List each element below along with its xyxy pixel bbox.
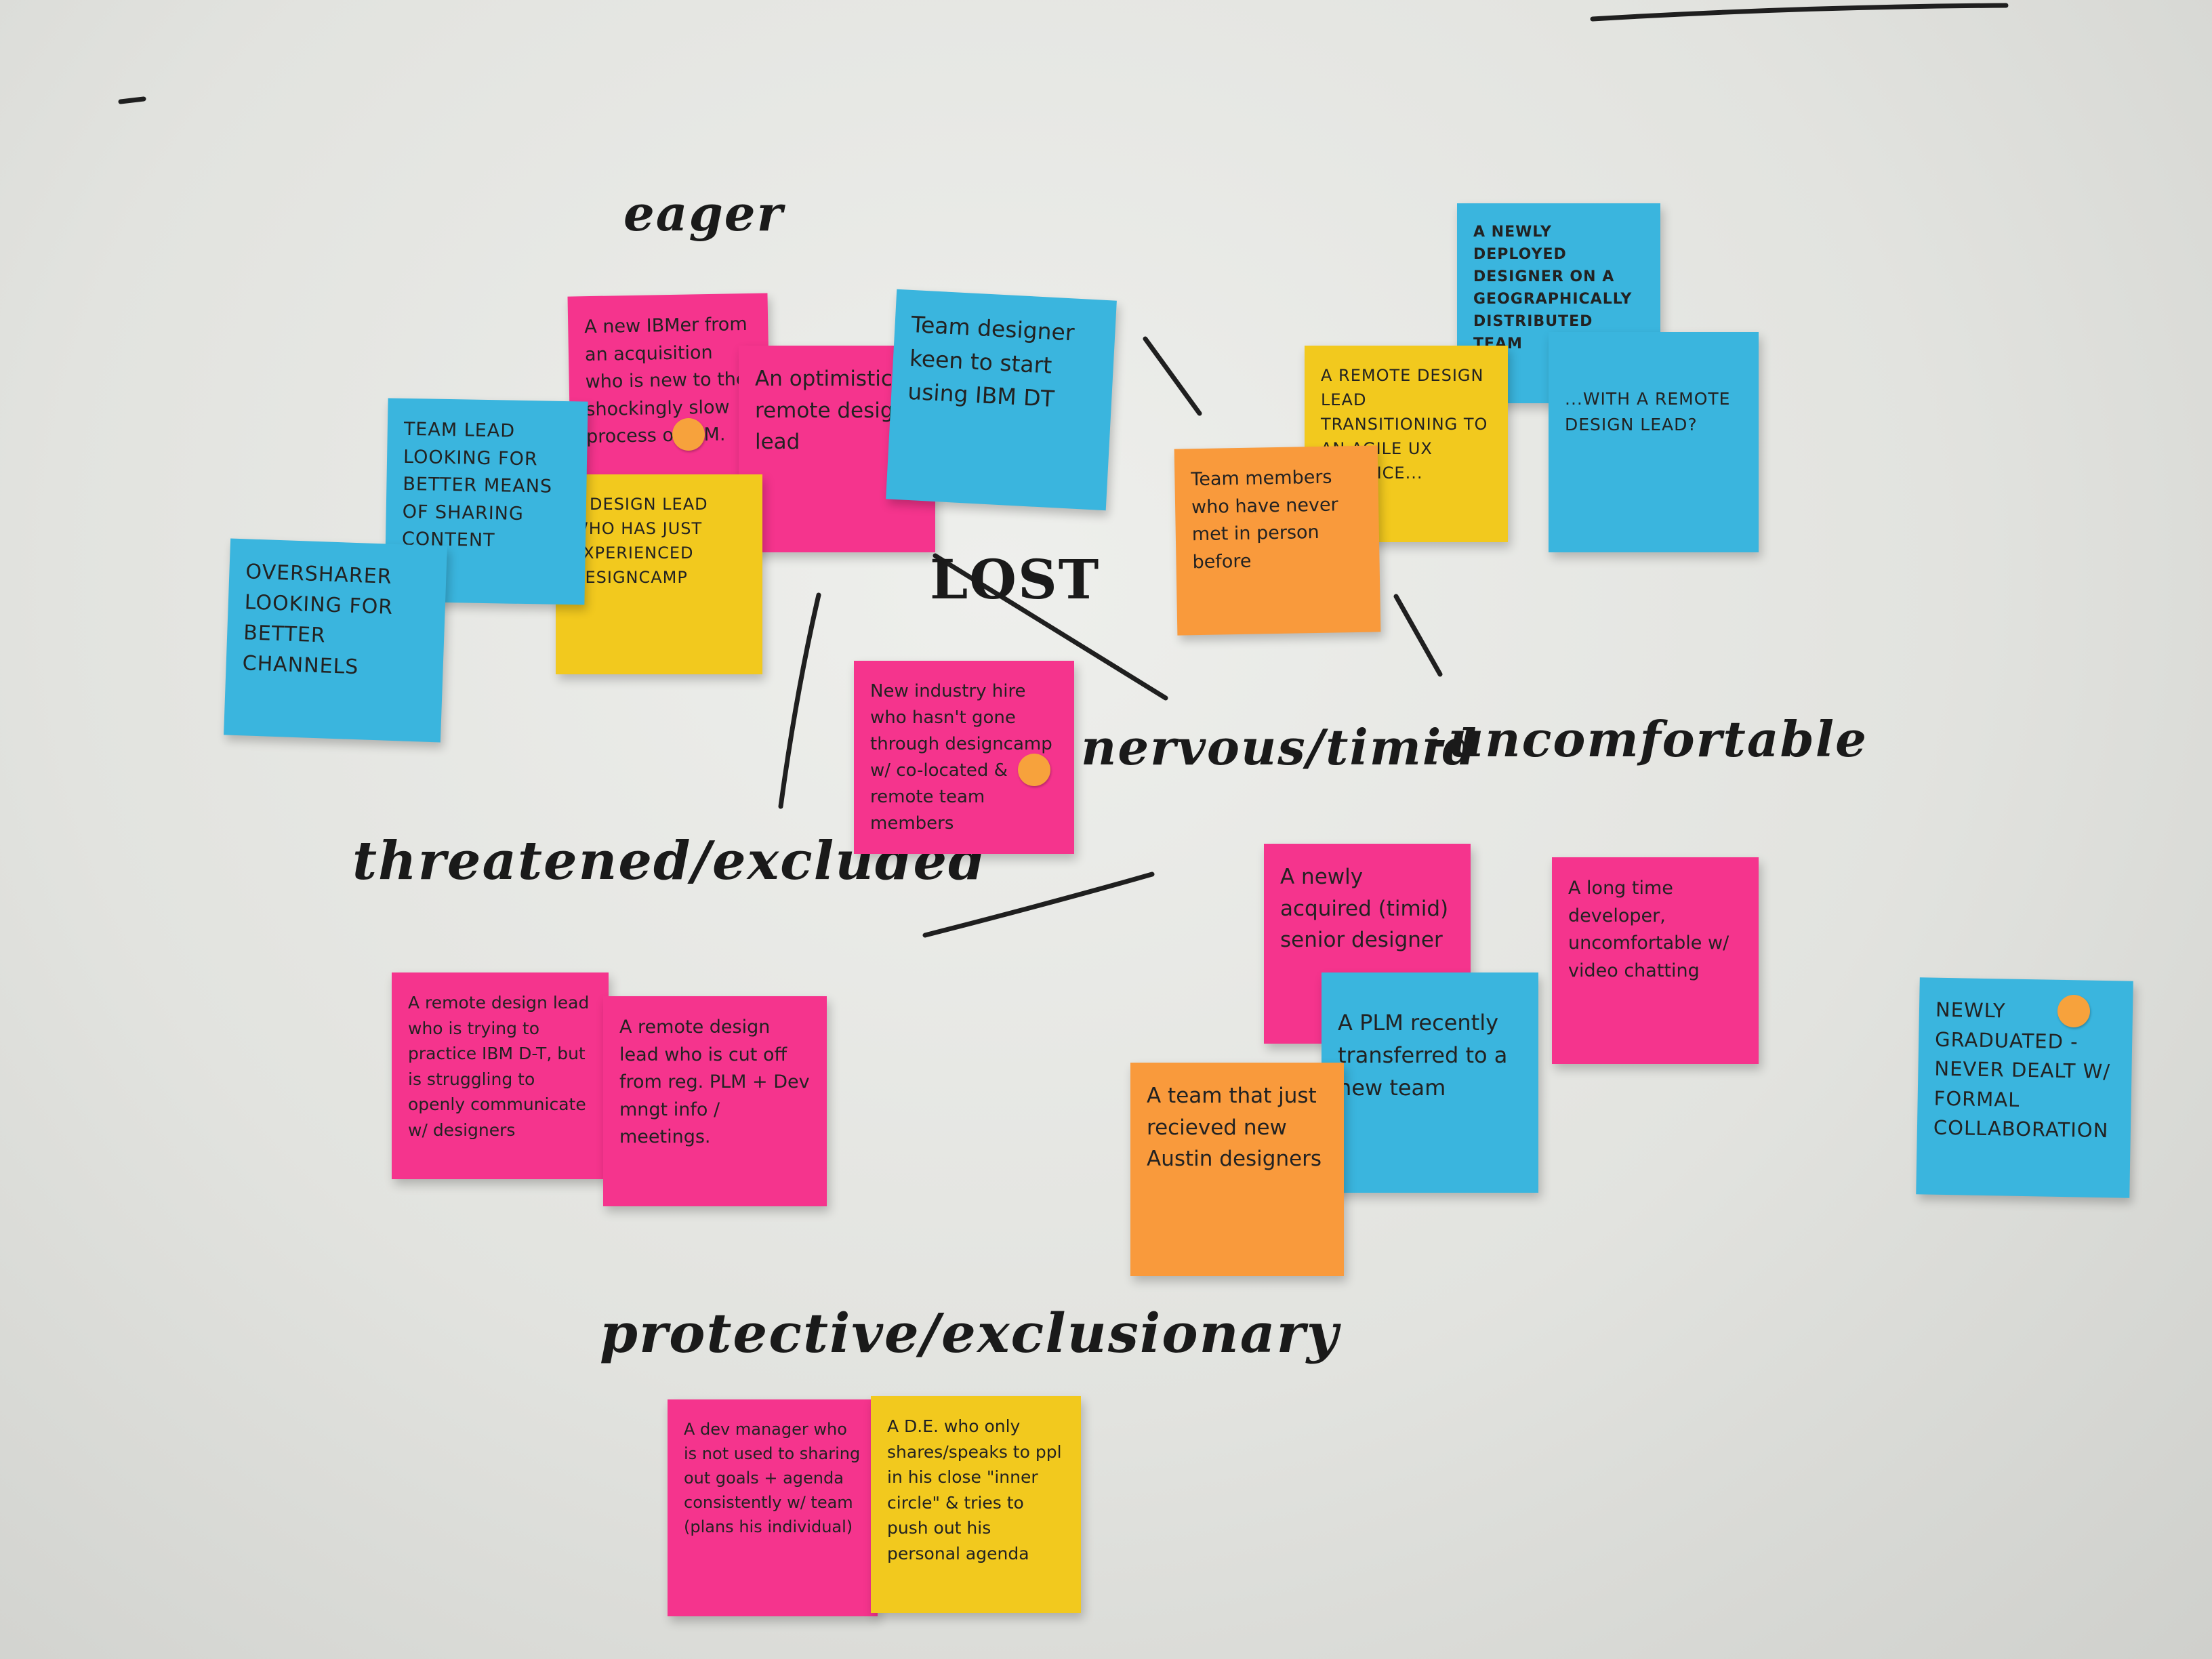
sticky-note: A D.E. who only shares/speaks to ppl in … — [871, 1396, 1081, 1613]
cluster-label-lost: LOST — [930, 548, 1101, 611]
sticky-note: A dev manager who is not used to sharing… — [668, 1399, 878, 1616]
tick-mark — [118, 96, 146, 104]
sticky-note: Oversharer looking for better channels — [224, 538, 447, 743]
sticky-note: ...with a remote design lead? — [1549, 332, 1759, 552]
cluster-label-eager: eager — [623, 184, 784, 242]
sticky-note: A PLM recently transferred to a new team — [1322, 972, 1538, 1193]
stroke-vertical-left — [778, 592, 821, 809]
sticky-note: A team that just recieved new Austin des… — [1130, 1063, 1344, 1276]
sticky-note: Team members who have never met in perso… — [1174, 445, 1381, 636]
sticky-note: Team designer keen to start using IBM DT — [886, 289, 1117, 511]
orange-dot-sticker — [1018, 754, 1050, 786]
sticky-note: A design lead who has just experienced d… — [556, 474, 762, 674]
top-edge-stroke — [1590, 3, 2009, 22]
sticky-note: A remote design lead who is cut off from… — [603, 996, 827, 1206]
stroke-upper-right — [1143, 336, 1202, 416]
stroke-right-diagonal — [1393, 594, 1443, 677]
sticky-note: New industry hire who hasn't gone throug… — [854, 661, 1074, 854]
sticky-note: A long time developer, uncomfortable w/ … — [1552, 857, 1759, 1064]
orange-dot-sticker — [2057, 995, 2090, 1027]
sticky-note: An optimistic remote design lead — [739, 346, 935, 552]
cluster-label-nervous-timid: nervous/timid — [1081, 718, 1478, 776]
orange-dot-sticker — [672, 418, 705, 451]
sticky-note: Newly graduated - never dealt w/ formal … — [1916, 977, 2133, 1198]
sticky-note: A remote design lead who is trying to pr… — [392, 972, 609, 1179]
cluster-label-uncomfortable: -uncomfortable — [1427, 710, 1868, 768]
cluster-label-protective-exclusionary: protective/exclusionary — [600, 1301, 1340, 1365]
